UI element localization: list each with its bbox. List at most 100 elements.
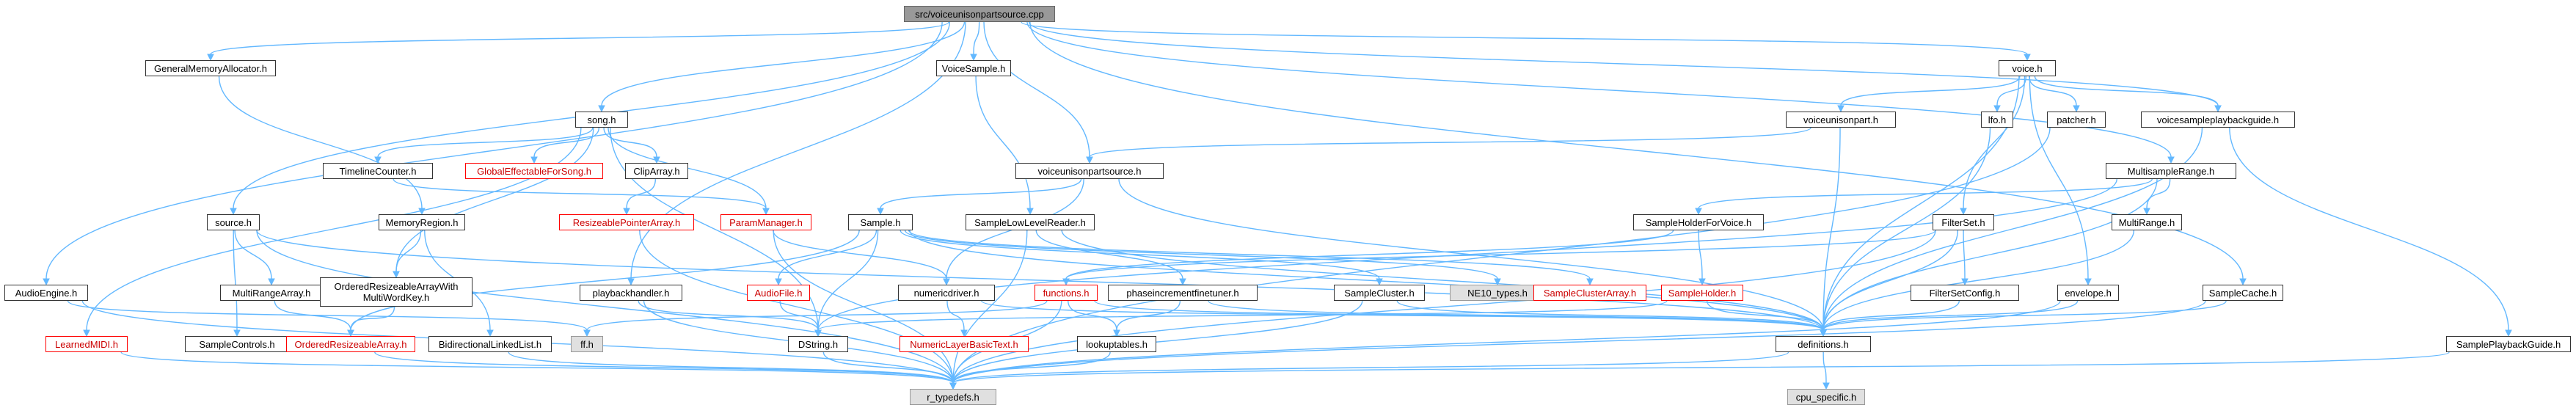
edge-arrowhead bbox=[1086, 156, 1093, 164]
node-scon[interactable]: SampleControls.h bbox=[185, 336, 289, 352]
node-defs[interactable]: definitions.h bbox=[1776, 336, 1871, 352]
edge-defs-cpu bbox=[1822, 351, 1827, 384]
edge-func-defs bbox=[1094, 300, 1824, 331]
edge-arrowhead bbox=[1376, 278, 1383, 286]
node-mrange[interactable]: MultiRange.h bbox=[2112, 214, 2182, 230]
node-vup[interactable]: voiceunisonpart.h bbox=[1786, 112, 1896, 128]
edge-env-defs bbox=[1822, 300, 2079, 331]
node-ph[interactable]: playbackhandler.h bbox=[580, 285, 682, 301]
node-sh[interactable]: SampleHolder.h bbox=[1661, 285, 1743, 301]
edge-func-ff bbox=[586, 300, 1048, 331]
edge-arrowhead bbox=[2167, 156, 2175, 164]
node-ca[interactable]: ClipArray.h bbox=[625, 163, 688, 179]
edge-patcher-rtd bbox=[952, 127, 2051, 384]
edge-src-rtd bbox=[256, 230, 954, 384]
edge-arrowhead bbox=[2024, 54, 2031, 62]
node-patcher[interactable]: patcher.h bbox=[2047, 112, 2106, 128]
node-af[interactable]: AudioFile.h bbox=[747, 285, 810, 301]
node-gefs[interactable]: GlobalEffectableForSong.h bbox=[465, 163, 603, 179]
edge-fs-rtd bbox=[952, 230, 1936, 384]
node-rtd[interactable]: r_typedefs.h bbox=[910, 389, 996, 405]
node-lmidi[interactable]: LearnedMIDI.h bbox=[45, 336, 128, 352]
node-gma[interactable]: GeneralMemoryAllocator.h bbox=[145, 60, 276, 76]
node-ne10[interactable]: NE10_types.h bbox=[1450, 285, 1545, 301]
node-ora[interactable]: OrderedResizeableArray.h bbox=[286, 336, 415, 352]
edge-mra-ora bbox=[274, 300, 351, 331]
node-spg[interactable]: SamplePlaybackGuide.h bbox=[2446, 336, 2571, 352]
node-pm[interactable]: ParamManager.h bbox=[720, 214, 811, 230]
node-voice[interactable]: voice.h bbox=[1999, 60, 2056, 76]
node-func[interactable]: functions.h bbox=[1035, 285, 1098, 301]
edge-arrowhead bbox=[775, 278, 782, 286]
node-fs[interactable]: FilterSet.h bbox=[1933, 214, 1994, 230]
edge-arrowhead bbox=[1822, 382, 1830, 390]
edge-sample-ora bbox=[350, 230, 860, 331]
edge-scache-rtd bbox=[952, 300, 2206, 384]
edge-voice-vup bbox=[1840, 76, 2021, 106]
edge-root-vs bbox=[973, 21, 980, 55]
node-lfo[interactable]: lfo.h bbox=[1981, 112, 2013, 128]
node-vs[interactable]: VoiceSample.h bbox=[936, 60, 1011, 76]
node-sample[interactable]: Sample.h bbox=[848, 214, 913, 230]
node-orawmwk[interactable]: OrderedResizeableArrayWith MultiWordKey.… bbox=[320, 277, 472, 307]
edge-arrowhead bbox=[627, 278, 635, 286]
edge-voice-vspg bbox=[2034, 76, 2219, 106]
node-vups[interactable]: voiceunisonpartsource.h bbox=[1015, 163, 1164, 179]
edge-vup-defs bbox=[1822, 127, 1841, 331]
edge-msr-defs bbox=[1822, 178, 2158, 331]
edge-rpa-rtd bbox=[639, 230, 954, 384]
edge-gma-mr bbox=[218, 76, 423, 209]
edge-fs-func bbox=[1065, 230, 1936, 280]
edge-arrowhead bbox=[2084, 278, 2092, 286]
edge-sc-defs bbox=[1396, 300, 1824, 331]
node-root: src/voiceunisonpartsource.cpp bbox=[904, 6, 1055, 22]
edge-sample-ds bbox=[817, 230, 879, 331]
node-scache[interactable]: SampleCache.h bbox=[2203, 285, 2283, 301]
edge-arrowhead bbox=[2143, 208, 2150, 216]
edge-song-gefs bbox=[533, 127, 600, 158]
node-nd[interactable]: numericdriver.h bbox=[898, 285, 995, 301]
edge-sllr-defs bbox=[1061, 230, 1824, 331]
node-lt[interactable]: lookuptables.h bbox=[1077, 336, 1156, 352]
edge-arrowhead bbox=[2073, 105, 2080, 113]
edge-spg-rtd bbox=[952, 351, 2450, 384]
node-env[interactable]: envelope.h bbox=[2057, 285, 2119, 301]
edge-ae-ff bbox=[67, 300, 588, 331]
node-rpa[interactable]: ResizeablePointerArray.h bbox=[559, 214, 694, 230]
node-fsc[interactable]: FilterSetConfig.h bbox=[1911, 285, 2019, 301]
node-song[interactable]: song.h bbox=[575, 112, 628, 128]
node-shfv[interactable]: SampleHolderForVoice.h bbox=[1633, 214, 1764, 230]
dependency-edges bbox=[43, 21, 2512, 390]
edge-arrowhead bbox=[623, 208, 630, 216]
edge-arrowhead bbox=[1494, 278, 1501, 286]
node-sllr[interactable]: SampleLowLevelReader.h bbox=[966, 214, 1095, 230]
node-cpu[interactable]: cpu_specific.h bbox=[1787, 389, 1865, 405]
edge-vups-sample bbox=[880, 178, 1082, 209]
node-nlbt[interactable]: NumericLayerBasicText.h bbox=[900, 336, 1029, 352]
node-msr[interactable]: MultisampleRange.h bbox=[2106, 163, 2236, 179]
edge-arrowhead bbox=[1820, 329, 1827, 337]
node-ae[interactable]: AudioEngine.h bbox=[4, 285, 88, 301]
node-sc[interactable]: SampleCluster.h bbox=[1334, 285, 1425, 301]
edge-tc-pm bbox=[393, 178, 767, 209]
edge-arrowhead bbox=[877, 208, 884, 216]
edge-arrowhead bbox=[960, 329, 968, 337]
node-ds[interactable]: DString.h bbox=[788, 336, 848, 352]
node-pift[interactable]: phaseincrementfinetuner.h bbox=[1108, 285, 1258, 301]
node-sca[interactable]: SampleClusterArray.h bbox=[1533, 285, 1646, 301]
node-src[interactable]: source.h bbox=[207, 214, 260, 230]
node-tc[interactable]: TimelineCounter.h bbox=[323, 163, 433, 179]
edge-arrowhead bbox=[2214, 105, 2222, 113]
edge-env-rtd bbox=[952, 300, 2061, 384]
edge-vspg-spg bbox=[2229, 127, 2509, 331]
edge-song-tc bbox=[377, 127, 594, 158]
edge-shfv-sh bbox=[1698, 230, 1703, 280]
node-vspg[interactable]: voicesampleplaybackguide.h bbox=[2141, 112, 2295, 128]
edge-arrowhead bbox=[598, 105, 605, 113]
edge-arrowhead bbox=[486, 329, 494, 337]
node-mr[interactable]: MemoryRegion.h bbox=[379, 214, 465, 230]
node-mra[interactable]: MultiRangeArray.h bbox=[220, 285, 323, 301]
node-bll[interactable]: BidirectionalLinkedList.h bbox=[428, 336, 552, 352]
node-ff[interactable]: ff.h bbox=[571, 336, 603, 352]
edge-arrowhead bbox=[943, 278, 950, 286]
